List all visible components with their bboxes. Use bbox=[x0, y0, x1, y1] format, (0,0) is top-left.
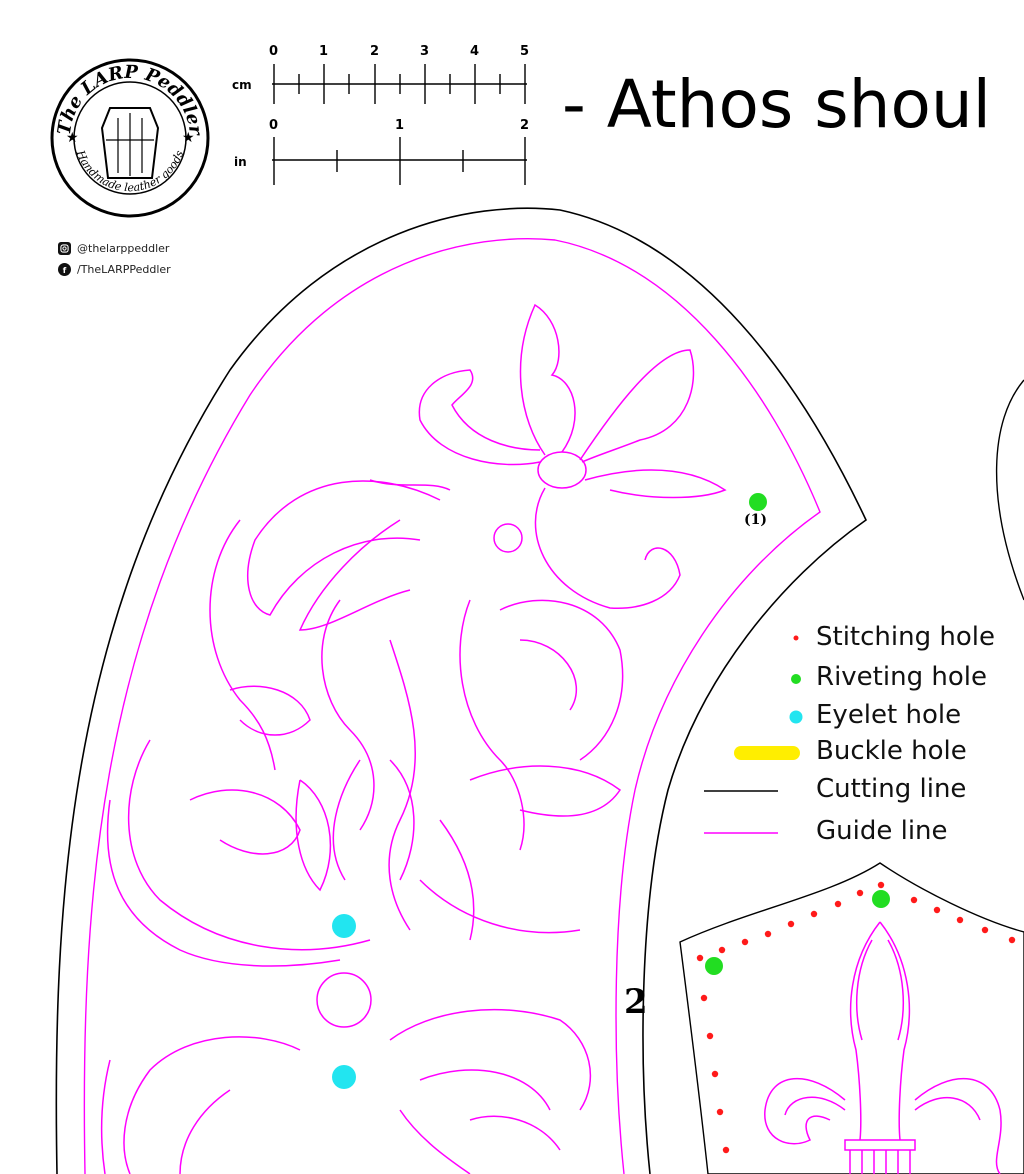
riveting-holes bbox=[705, 493, 890, 975]
facebook-handle-text: /TheLARPPeddler bbox=[77, 263, 171, 276]
instagram-icon bbox=[58, 242, 71, 255]
svg-text:★: ★ bbox=[66, 130, 79, 146]
svg-text:f: f bbox=[63, 265, 67, 274]
instagram-handle: @thelarppeddler bbox=[58, 242, 169, 255]
cm-tick-4: 4 bbox=[470, 44, 480, 59]
decorative-guide-lines bbox=[101, 303, 727, 1174]
stitching-holes bbox=[696, 881, 1016, 1154]
legend-item-eyelet: Eyelet hole bbox=[700, 700, 961, 730]
cutting-line-shield-piece bbox=[679, 862, 1024, 1174]
legend-item-cutting: Cutting line bbox=[700, 774, 966, 804]
svg-text:★: ★ bbox=[182, 130, 195, 146]
guide-line-main-piece bbox=[83, 238, 821, 1174]
legend-item-buckle: Buckle hole bbox=[700, 736, 967, 766]
legend-label-buckle: Buckle hole bbox=[816, 736, 967, 766]
legend-item-guide: Guide line bbox=[700, 816, 948, 846]
piece-number: 2 bbox=[624, 982, 648, 1022]
facebook-handle: f /TheLARPPeddler bbox=[58, 263, 171, 276]
legend-label-riveting: Riveting hole bbox=[816, 662, 987, 692]
legend-label-eyelet: Eyelet hole bbox=[816, 700, 962, 730]
in-tick-2: 2 bbox=[520, 118, 530, 133]
in-label: in bbox=[234, 155, 247, 169]
rivet-label: (1) bbox=[744, 512, 767, 528]
legend-label-stitching: Stitching hole bbox=[816, 622, 995, 652]
legend-item-riveting: Riveting hole bbox=[700, 662, 987, 692]
instagram-handle-text: @thelarppeddler bbox=[77, 242, 170, 255]
legend-item-stitching: Stitching hole bbox=[700, 622, 995, 652]
brand-logo: ★ ★ The LARP Peddler Handmade leather go… bbox=[50, 58, 210, 218]
cm-tick-5: 5 bbox=[520, 44, 530, 59]
legend-label-cutting: Cutting line bbox=[816, 774, 967, 804]
cutting-line-right-piece bbox=[995, 379, 1024, 601]
cutting-line-main-piece bbox=[55, 207, 868, 1174]
eyelet-holes bbox=[332, 914, 356, 1089]
facebook-icon: f bbox=[58, 263, 71, 276]
legend-label-guide: Guide line bbox=[816, 816, 948, 846]
in-tick-1: 1 bbox=[395, 118, 405, 133]
cm-tick-1: 1 bbox=[319, 44, 329, 59]
page-title: - Athos shoul bbox=[562, 66, 991, 143]
cm-ruler bbox=[272, 64, 527, 104]
cm-label: cm bbox=[232, 78, 252, 92]
inch-ruler bbox=[272, 137, 527, 185]
cm-tick-3: 3 bbox=[420, 44, 430, 59]
cm-tick-0: 0 bbox=[269, 44, 279, 59]
fleur-de-lis-guide bbox=[764, 921, 1002, 1174]
cm-tick-2: 2 bbox=[370, 44, 380, 59]
in-tick-0: 0 bbox=[269, 118, 279, 133]
